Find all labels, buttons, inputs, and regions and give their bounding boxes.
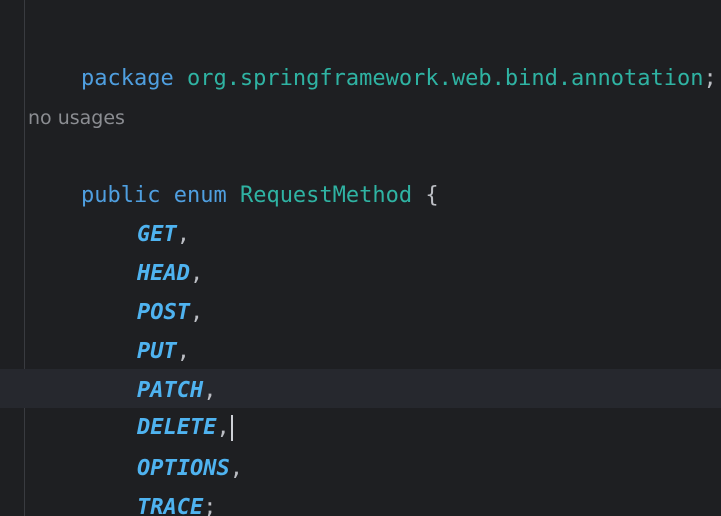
package-name: org.springframework.web.bind.annotation: [186, 66, 704, 91]
enum-constant: TRACE: [136, 495, 204, 516]
package-terminator: ;: [703, 66, 717, 91]
enum-constant: PATCH: [136, 378, 204, 403]
public-keyword: public: [80, 183, 161, 208]
enum-constant-line[interactable]: OPTIONS,: [28, 410, 243, 481]
enum-constant: OPTIONS: [136, 456, 230, 481]
usages-hint[interactable]: no usages: [28, 107, 125, 129]
text-caret: [230, 415, 233, 441]
enum-constant-line[interactable]: HEAD,: [28, 215, 203, 286]
current-line-highlight: [0, 369, 721, 408]
enum-constant-line[interactable]: GET,: [28, 176, 190, 247]
enum-declaration-line[interactable]: public enum RequestMethod {: [28, 137, 439, 208]
enum-keyword: enum: [173, 183, 227, 208]
constant-separator: ,: [203, 378, 217, 403]
enum-constant-line[interactable]: PUT,: [28, 293, 190, 364]
constant-separator: ,: [176, 222, 190, 247]
constant-separator: ,: [189, 261, 204, 286]
enum-constant-line[interactable]: PATCH,: [28, 332, 216, 403]
package-line[interactable]: package org.springframework.web.bind.ann…: [28, 20, 717, 91]
constant-separator: ,: [189, 300, 204, 325]
open-brace: {: [425, 183, 439, 208]
enum-name: RequestMethod: [239, 183, 413, 208]
constant-separator: ;: [203, 495, 217, 516]
enum-constant: GET: [136, 222, 177, 247]
enum-constant-line[interactable]: POST,: [28, 254, 203, 325]
constant-separator: ,: [216, 415, 230, 440]
enum-constant-line[interactable]: TRACE;: [28, 449, 216, 516]
package-keyword: package: [80, 66, 174, 91]
enum-constant: DELETE: [136, 415, 217, 440]
enum-constant-line-current[interactable]: DELETE,: [28, 369, 233, 441]
enum-constant: HEAD: [136, 261, 190, 286]
enum-constant: POST: [136, 300, 190, 325]
constant-separator: ,: [229, 456, 243, 481]
constant-separator: ,: [176, 339, 190, 364]
enum-constant: PUT: [136, 339, 177, 364]
gutter-divider: [24, 0, 25, 516]
